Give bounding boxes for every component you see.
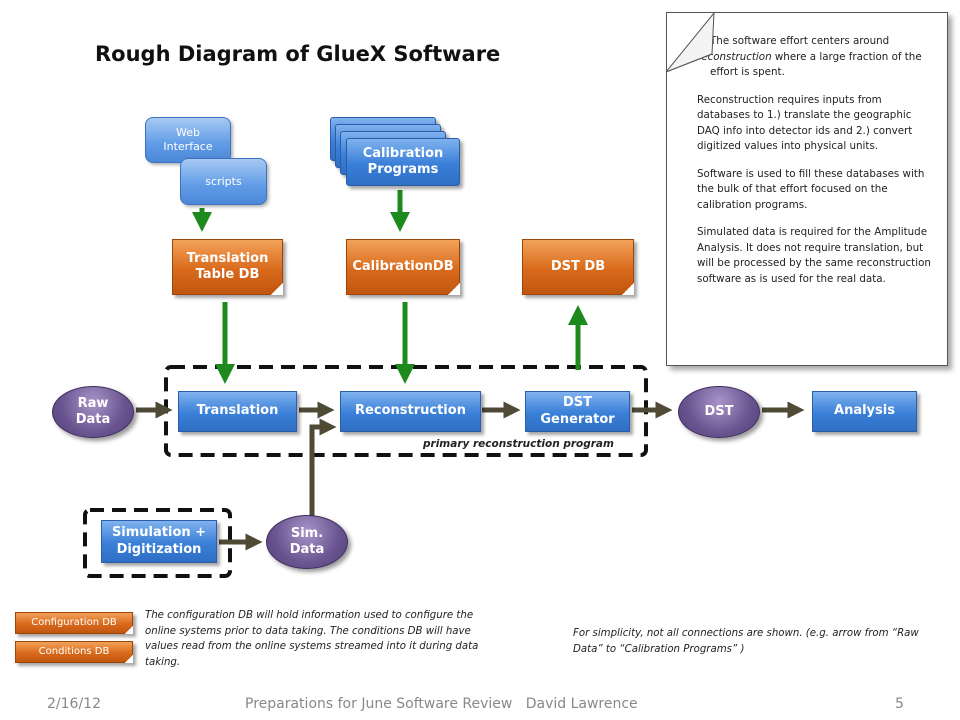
calibration-db-box: CalibrationDB xyxy=(346,239,460,295)
dst-oval: DST xyxy=(678,386,760,438)
note-p4: Simulated data is required for the Ampli… xyxy=(697,226,931,285)
note-p1b: reconstruction xyxy=(697,50,772,63)
raw-data-oval: Raw Data xyxy=(52,386,134,438)
simulation-box: Simulation + Digitization xyxy=(101,520,217,563)
translation-table-db-label: Translation Table DB xyxy=(186,250,269,282)
legend-configuration-db-label: Configuration DB xyxy=(31,616,117,628)
calibration-programs-label: Calibration Programs xyxy=(362,145,444,177)
dst-generator-label: DST Generator xyxy=(540,395,615,427)
dst-label: DST xyxy=(704,403,734,419)
footer-page-number: 5 xyxy=(895,696,904,712)
group-label: primary reconstruction program xyxy=(423,438,614,450)
note-p1c: where a large fraction of the effort is … xyxy=(710,50,922,79)
translation-label: Translation xyxy=(196,403,279,419)
footer-date: 2/16/12 xyxy=(47,696,101,712)
simulation-group xyxy=(83,508,232,578)
page-title: Rough Diagram of GlueX Software xyxy=(95,42,501,66)
legend-text: The configuration DB will hold informati… xyxy=(145,610,479,668)
analysis-box: Analysis xyxy=(812,391,917,432)
calibration-programs-box: Calibration Programs xyxy=(346,138,460,186)
simplicity-note: For simplicity, not all connections are … xyxy=(573,628,919,655)
translation-box: Translation xyxy=(178,391,297,432)
simulation-label: Simulation + Digitization xyxy=(111,525,207,557)
calibration-db-label: CalibrationDB xyxy=(352,258,454,274)
footer-center: Preparations for June Software Review Da… xyxy=(245,696,638,712)
note-p1a: The software effort centers around xyxy=(710,35,890,47)
reconstruction-box: Reconstruction xyxy=(340,391,481,432)
sim-data-label: Sim. Data xyxy=(289,525,325,557)
legend-conditions-db: Conditions DB xyxy=(15,641,133,663)
dst-db-label: DST DB xyxy=(550,258,606,274)
scripts-box: scripts xyxy=(180,158,267,205)
scripts-label: scripts xyxy=(205,174,242,188)
dst-generator-box: DST Generator xyxy=(525,391,630,432)
reconstruction-label: Reconstruction xyxy=(355,403,466,419)
note-page-curl xyxy=(666,12,715,73)
legend-conditions-db-label: Conditions DB xyxy=(38,645,110,657)
web-interface-label: Web Interface xyxy=(163,126,213,153)
sim-data-oval: Sim. Data xyxy=(266,515,348,569)
arrow-simdata-to-reconstruction xyxy=(309,418,337,518)
note-p3: Software is used to fill these databases… xyxy=(697,167,925,211)
raw-data-label: Raw Data xyxy=(75,395,111,427)
explanation-note: The software effort centers around recon… xyxy=(666,12,948,366)
legend-configuration-db: Configuration DB xyxy=(15,612,133,634)
analysis-label: Analysis xyxy=(834,403,895,419)
translation-table-db-box: Translation Table DB xyxy=(172,239,283,295)
web-interface-box: Web Interface xyxy=(145,117,231,163)
dst-db-box: DST DB xyxy=(522,239,634,295)
note-p2: Reconstruction requires inputs from data… xyxy=(697,93,913,153)
